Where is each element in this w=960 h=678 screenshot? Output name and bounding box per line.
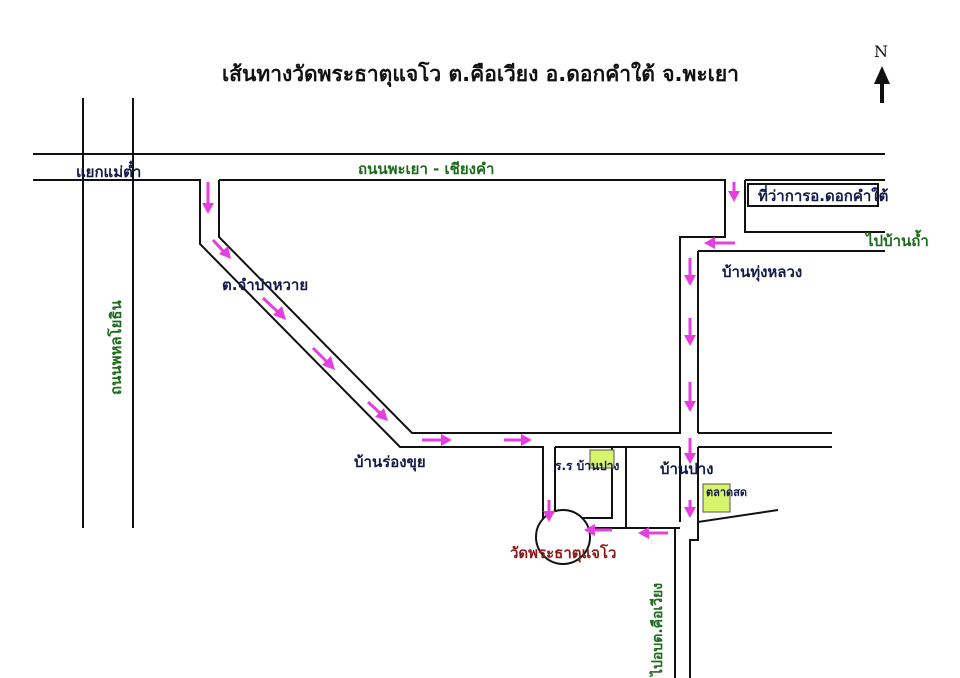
east-branch-lower-edge [744,180,885,233]
route-arrow-icon [684,382,696,412]
route-arrow-icon [684,318,696,346]
route-arrow-icon [366,400,388,421]
market-marker [702,483,731,513]
label-temple: วัดพระธาตุแจโว [510,543,616,563]
district-office-box [747,183,879,207]
main-road-bottom-edge [33,179,544,528]
market-block-edge [625,447,680,529]
inner-road-edge [218,179,726,434]
route-arrow-icon [202,182,214,214]
north-arrow-icon [874,66,890,103]
route-arrow-icon [728,182,740,202]
label-ban-rong-khui: บ้านร่องขุย [354,453,426,472]
temple-marker [535,509,591,565]
label-highway: ถนนพหลโยธิน [106,299,125,395]
route-arrow-icon [684,438,696,464]
route-arrow-icon [584,524,612,536]
school-marker [589,449,615,469]
route-arrow-icon [422,434,452,446]
label-to-ban-tham: ไปบ้านถ้ำ [864,229,929,250]
label-main-road: ถนนพะเยา - เชียงคำ [358,160,494,178]
label-tambon-champa-wai: ต.จำป่าหวาย [222,276,308,294]
south-road-edge [689,522,699,678]
route-arrow-icon [211,238,231,259]
route-arrow-icon [311,346,335,370]
label-district-office: ที่ว่าการอ.ดอกคำใต้ [758,185,888,205]
route-arrow-icon [704,237,735,249]
route-arrow-icon [638,527,668,539]
label-ban-thung-luang: บ้านทุ่งหลวง [722,263,802,282]
route-arrow-icon [543,500,555,522]
label-market: ตลาดสด [706,486,747,499]
label-ban-pang: บ้านปาง [660,460,713,478]
route-arrow-icon [684,258,696,286]
route-arrow-icon [504,434,532,446]
page-title: เส้นทางวัดพระธาตุแจโว ต.คือเวียง อ.ดอกคำ… [222,62,739,86]
north-label: N [874,42,888,61]
route-arrows [202,182,740,539]
route-arrow-icon [684,500,696,518]
label-to-khue-wiang: ไปอบต.คือเวียง [648,583,666,678]
label-school: ร.ร บ้านปาง [555,459,620,473]
route-arrow-icon [261,296,286,320]
label-junction: แยกแม่ต๋ำ [76,160,141,181]
